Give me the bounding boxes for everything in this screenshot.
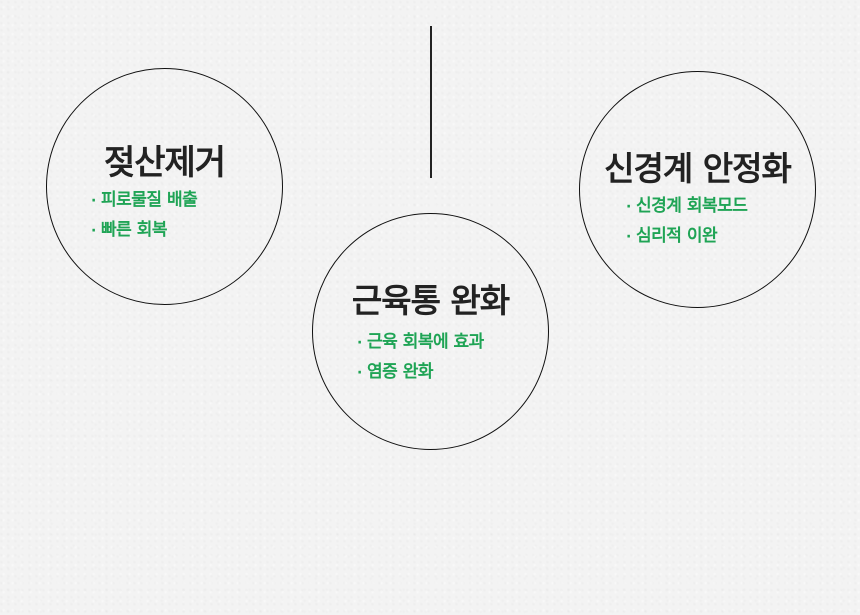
- bullet-dot-icon: ·: [357, 365, 362, 381]
- benefit-item: · 염증 완화: [357, 358, 484, 388]
- benefit-item: · 빠른 회복: [91, 216, 197, 246]
- benefit-circle-muscle-pain: 근육통 완화 · 근육 회복에 효과 · 염증 완화: [312, 213, 549, 450]
- bullet-dot-icon: ·: [626, 199, 631, 215]
- bullet-dot-icon: ·: [91, 193, 96, 209]
- connector-line: [430, 26, 432, 178]
- benefit-circle-nervous-system: 신경계 안정화 · 신경계 회복모드 · 심리적 이완: [579, 71, 816, 308]
- bullet-dot-icon: ·: [91, 223, 96, 239]
- benefit-item-text: 근육 회복에 효과: [367, 332, 484, 352]
- benefit-circle-lactic-acid: 젖산제거 · 피로물질 배출 · 빠른 회복: [46, 68, 283, 305]
- benefit-list: · 신경계 회복모드 · 심리적 이완: [626, 192, 748, 252]
- benefit-title: 근육통 완화: [351, 281, 510, 320]
- benefit-item: · 피로물질 배출: [91, 186, 198, 216]
- benefit-item: · 근육 회복에 효과: [357, 328, 484, 358]
- benefit-title: 젖산제거: [103, 143, 226, 183]
- benefit-item-text: 피로물질 배출: [101, 190, 198, 210]
- benefit-item-text: 빠른 회복: [101, 220, 167, 240]
- benefit-item: · 심리적 이완: [626, 222, 747, 252]
- benefit-item-text: 염증 완화: [367, 362, 433, 382]
- benefit-list: · 피로물질 배출 · 빠른 회복: [91, 186, 198, 246]
- bullet-dot-icon: ·: [357, 335, 362, 351]
- benefit-list: · 근육 회복에 효과 · 염증 완화: [357, 328, 484, 388]
- bullet-dot-icon: ·: [626, 229, 631, 245]
- benefit-item-text: 신경계 회복모드: [636, 196, 748, 216]
- benefit-item: · 신경계 회복모드: [626, 192, 748, 222]
- benefit-item-text: 심리적 이완: [636, 226, 718, 246]
- benefit-title: 신경계 안정화: [604, 149, 792, 188]
